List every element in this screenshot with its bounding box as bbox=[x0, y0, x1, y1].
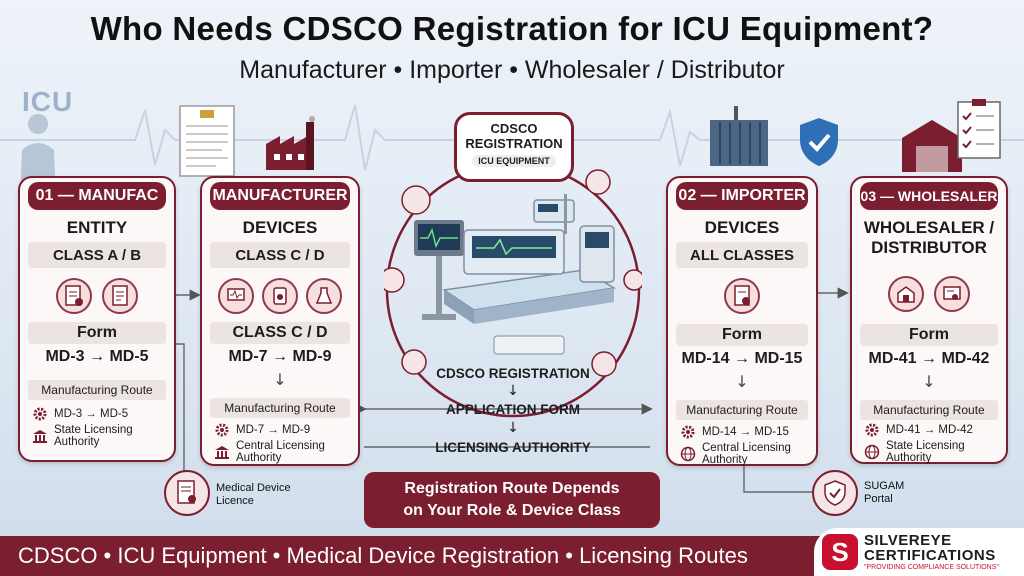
warehouse-checklist-icon bbox=[902, 99, 1001, 172]
callout-line-2: on Your Role & Device Class bbox=[403, 502, 621, 519]
shipping-container-icon bbox=[710, 106, 768, 166]
sugam-portal-shield-icon bbox=[812, 470, 858, 516]
footer-keywords: CDSCO • ICU Equipment • Medical Device R… bbox=[18, 543, 748, 568]
registration-route-callout: Registration Route Depends on Your Role … bbox=[364, 472, 660, 528]
route-forms: MD-7 → MD-9 bbox=[236, 424, 311, 436]
globe-icon bbox=[864, 444, 880, 460]
authority-building-icon bbox=[33, 430, 47, 443]
device-class-band: CLASS C / D bbox=[210, 242, 350, 268]
hub-step-authority: LICENSING AUTHORITY bbox=[435, 440, 591, 455]
card-title-line-2: DISTRIBUTOR bbox=[871, 238, 987, 257]
import-document-icon bbox=[724, 278, 760, 314]
shield-check-icon bbox=[800, 118, 838, 166]
callout-line-1: Registration Route Depends bbox=[404, 480, 620, 497]
monitor-icon bbox=[218, 278, 254, 314]
form-label: CLASS C / D bbox=[210, 322, 350, 344]
card-title: DEVICES bbox=[242, 218, 318, 237]
card-manufacturer-class-cd: MANUFACTURER DEVICES CLASS C / D CLASS C… bbox=[200, 176, 360, 466]
document-icon bbox=[102, 278, 138, 314]
form-label: Form bbox=[28, 322, 166, 344]
form-sequence: MD-3 → MD-5 bbox=[45, 348, 149, 365]
globe-icon bbox=[680, 446, 696, 462]
ekg-line-decoration bbox=[0, 104, 1024, 171]
licensing-authority: State Licensing Authority bbox=[54, 424, 133, 448]
badge-line-2: REGISTRATION bbox=[465, 136, 563, 151]
card-wholesaler: 03 — WHOLESALER WHOLESALER / DISTRIBUTOR… bbox=[850, 176, 1008, 464]
route-forms: MD-14 → MD-15 bbox=[702, 426, 789, 438]
portal-note-line-1: SUGAM bbox=[864, 480, 905, 492]
hub-step-registration: CDSCO REGISTRATION bbox=[436, 366, 590, 381]
route-forms: MD-41 → MD-42 bbox=[886, 424, 973, 436]
card-importer: 02 — IMPORTER DEVICES ALL CLASSES Form M… bbox=[666, 176, 818, 466]
hub-arrow-2: ↓ bbox=[507, 420, 519, 436]
authority-building-icon bbox=[215, 446, 229, 459]
card-title: DEVICES bbox=[704, 218, 780, 237]
form-label: Form bbox=[860, 324, 998, 346]
licensing-authority: Central Licensing Authority bbox=[702, 442, 791, 466]
gear-icon bbox=[33, 407, 47, 421]
form-label: Form bbox=[676, 324, 808, 346]
card-header-pill: 02 — IMPORTER bbox=[676, 182, 808, 210]
icu-equipment-illustration bbox=[384, 169, 642, 377]
licence-note-line-1: Medical Device bbox=[216, 482, 291, 494]
route-forms: MD-3 → MD-5 bbox=[54, 408, 129, 420]
down-arrow: ↓ bbox=[273, 370, 287, 389]
route-title: Manufacturing Route bbox=[860, 400, 998, 420]
form-sequence: MD-41 → MD-42 bbox=[868, 350, 990, 367]
warehouse-icon bbox=[888, 276, 924, 312]
cdsco-registration-badge: CDSCO REGISTRATION ICU EQUIPMENT bbox=[454, 112, 574, 182]
route-title: Manufacturing Route bbox=[210, 398, 350, 418]
logo-name-line-2: CERTIFICATIONS bbox=[864, 547, 996, 564]
licence-document-circle-icon bbox=[164, 470, 210, 516]
form-sequence: MD-14 → MD-15 bbox=[681, 350, 803, 367]
hub-arrow-1: ↓ bbox=[507, 383, 519, 399]
card-header-pill: MANUFACTURER bbox=[210, 182, 350, 210]
licence-note-line-2: Licence bbox=[216, 495, 254, 507]
infusion-pump-icon bbox=[262, 278, 298, 314]
logo-tagline: "PROVIDING COMPLIANCE SOLUTIONS" bbox=[864, 564, 999, 571]
silvereye-logo: S SILVEREYE CERTIFICATIONS "PROVIDING CO… bbox=[814, 528, 1024, 576]
gear-icon bbox=[865, 423, 879, 437]
licensing-authority: Central Licensing Authority bbox=[236, 440, 325, 464]
card-header-pill: 03 — WHOLESALER bbox=[860, 182, 998, 210]
form-sequence: MD-7 → MD-9 bbox=[228, 348, 332, 365]
hub-step-application: APPLICATION FORM bbox=[446, 402, 580, 417]
gear-icon bbox=[681, 425, 695, 439]
page-title: Who Needs CDSCO Registration for ICU Equ… bbox=[90, 10, 934, 47]
licensing-authority: State Licensing Authority bbox=[886, 440, 965, 464]
licence-note: Medical Device Licence bbox=[216, 482, 291, 508]
badge-line-3: ICU EQUIPMENT bbox=[472, 155, 556, 167]
device-class-band: ALL CLASSES bbox=[676, 242, 808, 268]
down-arrow: ↓ bbox=[735, 372, 749, 391]
device-class-band: CLASS A / B bbox=[28, 242, 166, 268]
logo-mark-icon: S bbox=[822, 534, 858, 570]
licence-document-icon bbox=[179, 105, 235, 177]
lab-flask-icon bbox=[306, 278, 342, 314]
certificate-icon bbox=[934, 276, 970, 312]
gear-icon bbox=[215, 423, 229, 437]
card-manufacturer-class-ab: 01 — MANUFAC ENTITY CLASS A / B Form MD-… bbox=[18, 176, 176, 462]
card-header-pill: 01 — MANUFAC bbox=[28, 182, 166, 210]
card-title-line-1: WHOLESALER / bbox=[863, 218, 995, 237]
application-icon bbox=[56, 278, 92, 314]
route-title: Manufacturing Route bbox=[28, 380, 166, 400]
card-title: ENTITY bbox=[66, 218, 128, 237]
portal-note-line-2: Portal bbox=[864, 493, 893, 505]
page-subtitle: Manufacturer • Importer • Wholesaler / D… bbox=[239, 56, 785, 84]
icu-background-label: ICU bbox=[22, 86, 74, 117]
down-arrow: ↓ bbox=[922, 372, 936, 391]
sugam-portal-note: SUGAM Portal bbox=[864, 480, 904, 506]
badge-line-1: CDSCO bbox=[490, 121, 538, 136]
logo-name-line-1: SILVEREYE bbox=[864, 532, 952, 549]
factory-icon bbox=[266, 116, 315, 170]
route-title: Manufacturing Route bbox=[676, 400, 808, 420]
